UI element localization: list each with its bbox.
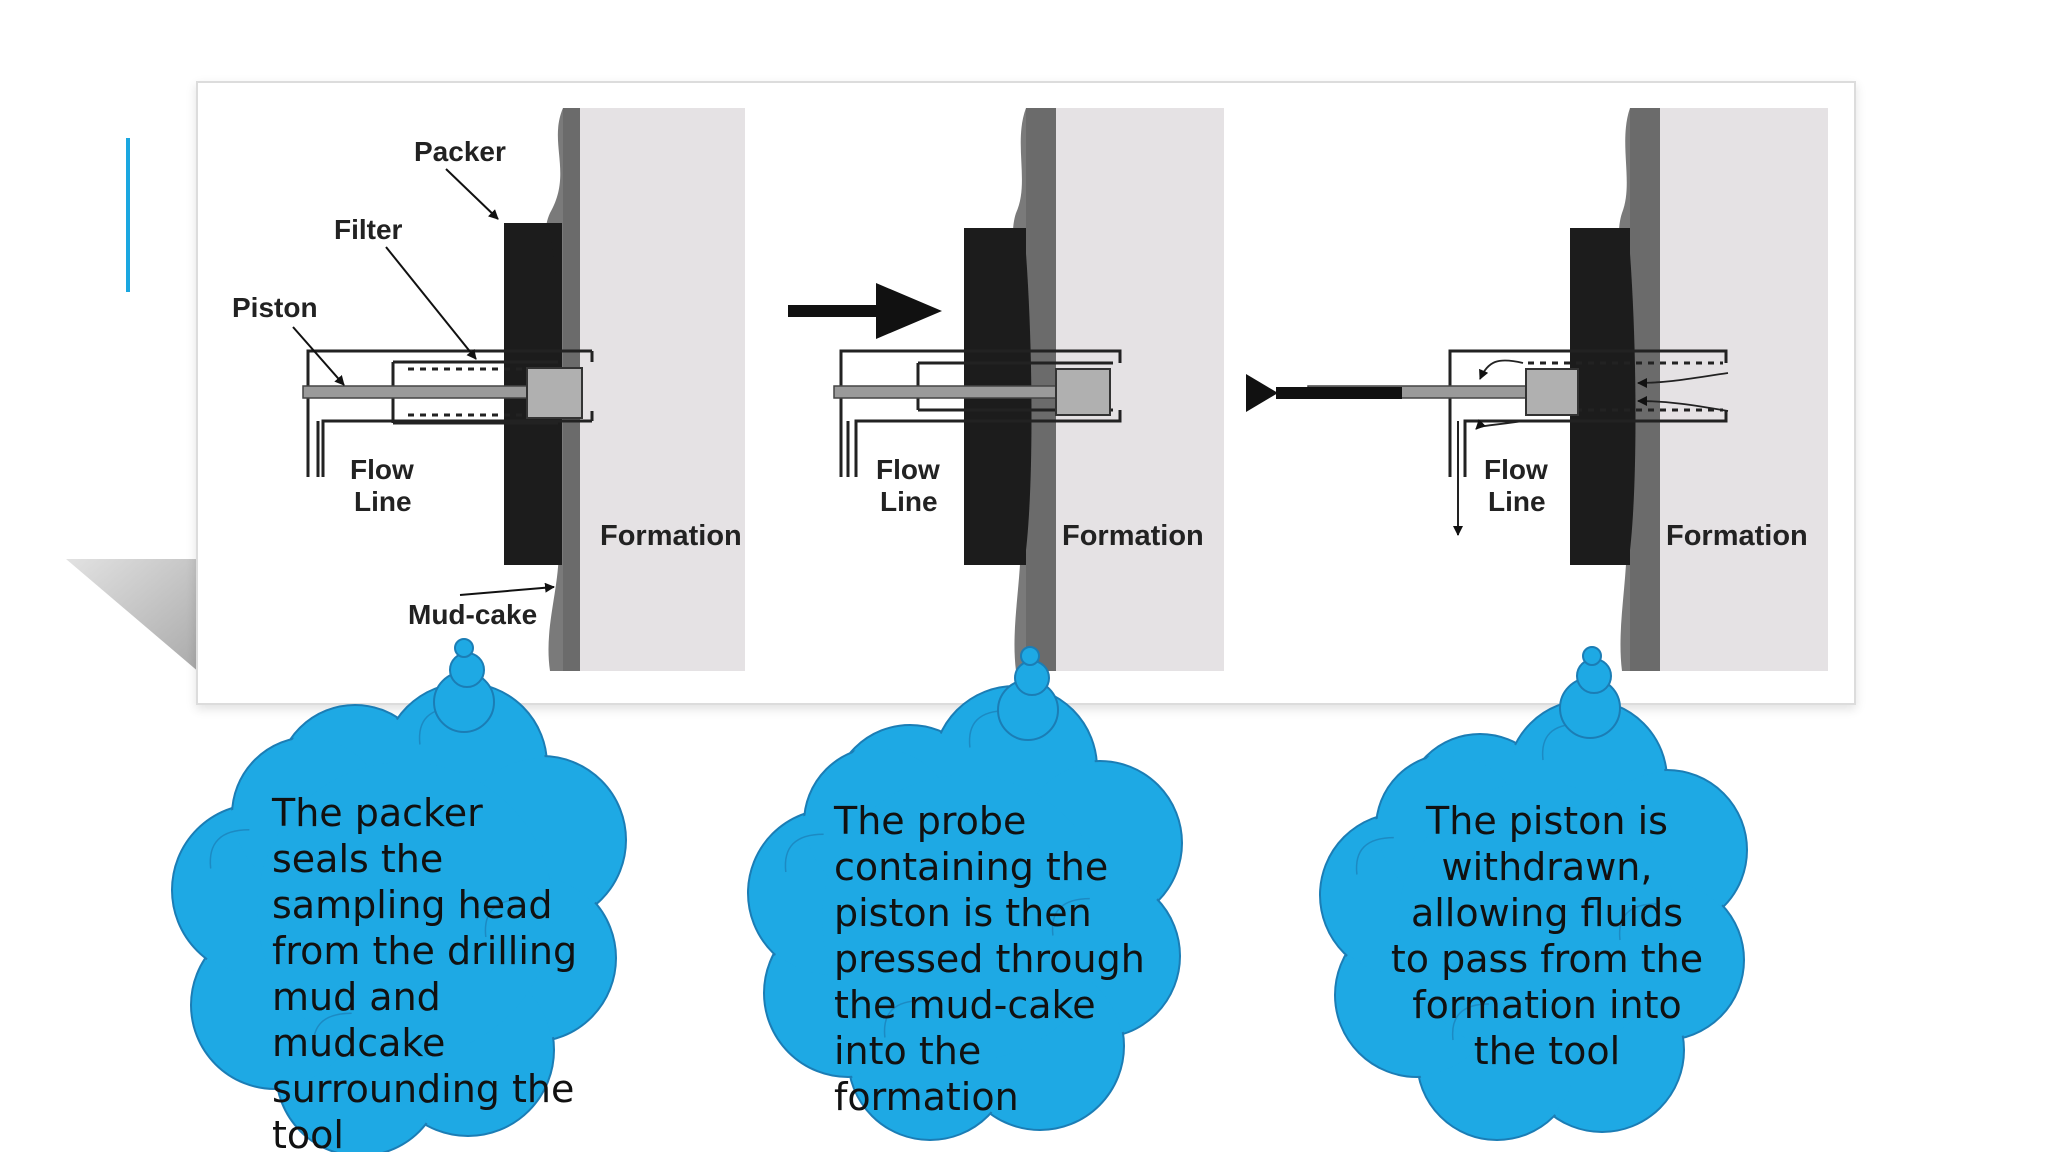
piston-head xyxy=(1525,368,1579,416)
bubble-text: The probe containing the piston is then … xyxy=(834,799,1145,1119)
label-filter: Filter xyxy=(334,214,403,245)
label-flow-line-1: Flow Line xyxy=(350,454,422,517)
label-mud-cake: Mud-cake xyxy=(408,599,537,630)
figure-frame: Packer Filter Piston Flow Line Formation… xyxy=(196,81,1856,705)
probe-head xyxy=(1055,368,1111,416)
thought-bubble-piston: The piston is withdrawn, allowing fluids… xyxy=(1319,646,1762,1152)
fluid-flow-arrow xyxy=(1637,372,1729,388)
label-formation-1: Formation xyxy=(600,520,742,552)
bubble-trail-dot xyxy=(1014,660,1050,696)
thought-bubble-packer: The packer seals the sampling head from … xyxy=(171,638,650,1152)
bubble-trail-dot xyxy=(449,652,485,688)
label-flow-line-3: Flow Line xyxy=(1484,454,1556,517)
bubble-text: The piston is withdrawn, allowing fluids… xyxy=(1390,799,1704,1073)
formation-rock xyxy=(578,108,745,671)
arrow-push-right xyxy=(788,283,942,339)
panel-1: Packer Filter Piston Flow Line Formation… xyxy=(232,108,745,671)
bubble-shape xyxy=(747,646,1183,1141)
bubble-trail-dot xyxy=(454,638,474,658)
arrow-withdraw-left xyxy=(1246,374,1278,412)
piston-rod xyxy=(833,385,1057,399)
bubble-shape xyxy=(1319,646,1748,1141)
bubble-text: The packer seals the sampling head from … xyxy=(272,791,578,1152)
label-formation-3: Formation xyxy=(1666,520,1808,552)
label-piston: Piston xyxy=(232,292,318,323)
shadow-wedge xyxy=(66,559,200,673)
bubble-trail-dot xyxy=(1582,646,1602,666)
panel-3: Flow Line Formation xyxy=(1246,108,1828,671)
label-formation-2: Formation xyxy=(1062,520,1204,552)
bubble-trail-dot xyxy=(1020,646,1040,666)
piston-rod xyxy=(302,385,529,399)
label-packer: Packer xyxy=(414,136,506,167)
thought-bubble-probe: The probe containing the piston is then … xyxy=(747,646,1200,1152)
probe-head xyxy=(526,367,583,419)
panel-2: Flow Line Formation xyxy=(788,108,1224,671)
bubble-shape xyxy=(171,638,627,1152)
formation-rock xyxy=(1660,108,1828,671)
accent-bar xyxy=(126,138,130,292)
mdt-diagram: Packer Filter Piston Flow Line Formation… xyxy=(232,108,1828,671)
label-flow-line-2: Flow Line xyxy=(876,454,948,517)
